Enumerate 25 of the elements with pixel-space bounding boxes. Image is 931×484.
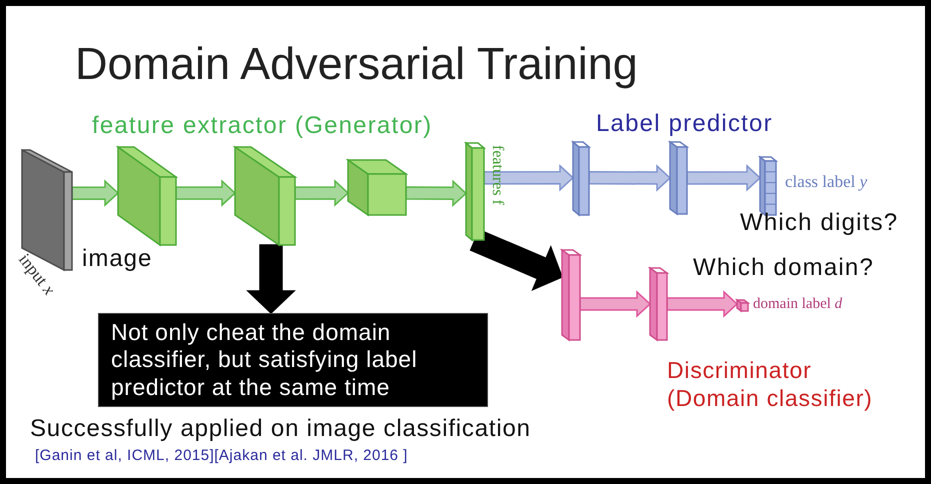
note-text: Not only cheat the domain classifier, but satisfying label predictor at the same time: [111, 318, 418, 402]
section-label: Which domain?: [693, 254, 874, 283]
section-label: image: [82, 245, 152, 274]
block-arrow: [71, 179, 120, 207]
block-arrow: [175, 179, 236, 207]
section-label: Discriminator (Domain classifier): [667, 357, 874, 412]
block-arrow: [294, 179, 350, 207]
layer-caption: domain label d: [753, 296, 842, 313]
section-label: Label predictor: [596, 110, 773, 139]
section-label: feature extractor (Generator): [92, 112, 432, 141]
block-arrow: [405, 180, 468, 208]
block-arrow: [246, 244, 296, 314]
layer-caption: class label y: [785, 172, 868, 192]
callout-box: [98, 313, 488, 407]
slide-title: Domain Adversarial Training: [75, 38, 638, 90]
block-arrow: [588, 164, 672, 192]
block-arrow: [483, 164, 574, 192]
block-arrow: [470, 228, 563, 292]
block-arrow: [686, 164, 762, 192]
section-label: Which digits?: [740, 209, 898, 238]
note-text: Successfully applied on image classification: [30, 415, 531, 444]
block-arrow: [579, 290, 652, 318]
layer-caption: features f: [488, 145, 506, 205]
block-arrow: [666, 290, 738, 318]
citation-text: [Ganin et al, ICML, 2015][Ajakan et al. JMLR, 2016 ]: [35, 447, 408, 465]
